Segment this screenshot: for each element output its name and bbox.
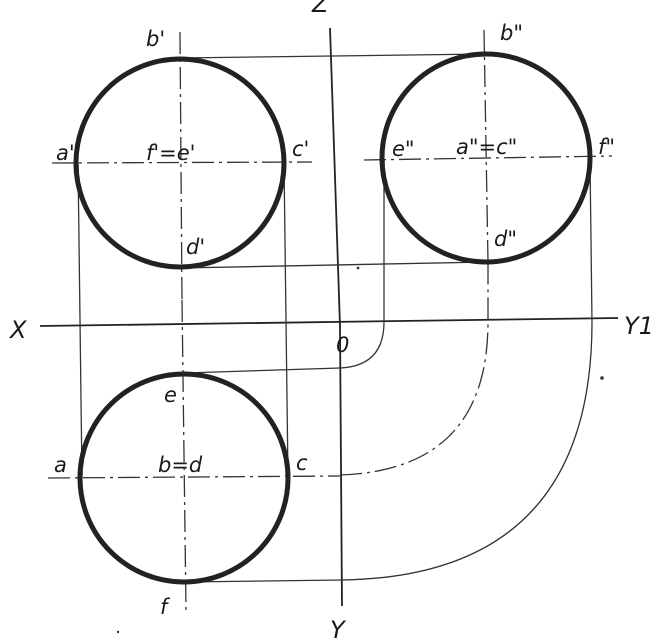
top-label-left: a — [54, 453, 67, 477]
front-view-circle — [73, 56, 287, 270]
axis-label-x: X — [8, 316, 27, 344]
origin-label: 0 — [336, 333, 349, 357]
side-view-circle — [379, 51, 593, 265]
scan-speck — [356, 266, 360, 270]
front-label-left: a' — [56, 141, 75, 165]
top-view-vertical-centerline — [181, 299, 187, 611]
top-view-horizontal-centerline — [47, 475, 341, 479]
top-label-right: c — [296, 451, 308, 475]
axis-label-y: Y — [330, 616, 347, 644]
projection-line-e-top — [183, 367, 341, 374]
side-view-vertical-centerline — [483, 29, 489, 263]
front-label-bottom: d' — [186, 235, 205, 259]
projection-line-d — [179, 261, 489, 269]
front-label-top: b' — [146, 27, 165, 51]
projection-line-b — [179, 53, 487, 59]
transfer-arc-b-d — [339, 262, 489, 476]
axis-label-z: Z — [311, 0, 329, 18]
y-axis-line — [339, 325, 343, 607]
projection-line-a — [77, 161, 83, 479]
top-label-bottom: f — [160, 595, 171, 619]
side-label-bottom: d" — [494, 227, 517, 251]
z-axis-line — [329, 27, 341, 327]
transfer-arc-f — [341, 159, 593, 581]
axis-label-y1: Y1 — [624, 312, 654, 340]
side-label-center: a"=c" — [456, 135, 517, 159]
side-view-horizontal-centerline — [363, 155, 613, 161]
x-axis-line — [39, 317, 619, 327]
top-label-top: e — [164, 383, 177, 407]
front-view-horizontal-centerline — [51, 161, 313, 164]
transfer-arc-e — [339, 160, 385, 369]
front-label-right: c' — [292, 137, 309, 161]
scan-speck — [600, 376, 604, 380]
front-label-center: f'=e' — [146, 141, 195, 165]
projection-line-f-top — [185, 579, 343, 583]
projection-line-c — [283, 161, 289, 479]
side-label-left: e" — [392, 137, 415, 161]
front-view-vertical-centerline — [179, 31, 183, 301]
scan-speck — [116, 630, 120, 634]
top-label-center: b=d — [158, 453, 203, 477]
side-label-right: f" — [598, 135, 615, 159]
top-view-circle — [77, 371, 291, 585]
side-label-top: b" — [500, 21, 523, 45]
